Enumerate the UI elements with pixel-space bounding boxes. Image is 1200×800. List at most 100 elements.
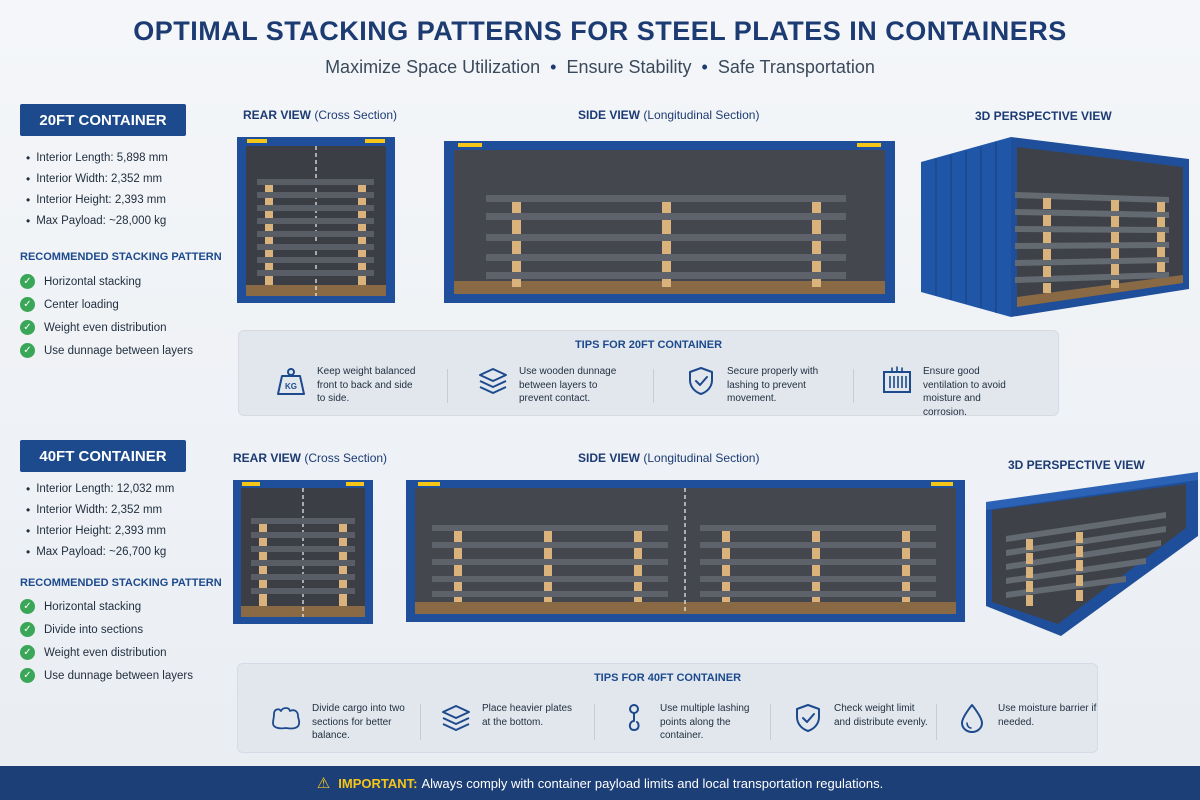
divider xyxy=(770,704,771,740)
recommended-label: Horizontal stacking xyxy=(44,275,142,288)
specs-20ft: Interior Length: 5,898 mm Interior Width… xyxy=(26,147,168,231)
subtitle-item: Safe Transportation xyxy=(717,57,875,77)
container-side-view-20ft xyxy=(444,141,895,303)
recommended-item: ✓ Weight even distribution xyxy=(20,641,193,664)
tip-item: Divide cargo into two sections for bette… xyxy=(270,702,412,743)
dunnage-blocks xyxy=(454,531,910,602)
rear-view-label-20ft: REAR VIEW (Cross Section) xyxy=(243,108,397,122)
layers-icon xyxy=(442,705,470,731)
recommended-list-40ft: ✓Horizontal stacking ✓Divide into sectio… xyxy=(20,595,193,687)
recommended-label: Horizontal stacking xyxy=(44,600,142,613)
tip-item: Use multiple lashing points along the co… xyxy=(618,702,760,743)
container-ribs xyxy=(935,142,997,313)
dunnage-blocks xyxy=(265,185,366,285)
steel-plate-stack xyxy=(251,518,355,594)
check-icon: ✓ xyxy=(20,622,35,637)
subtitle-separator: • xyxy=(550,57,557,77)
check-icon: ✓ xyxy=(20,645,35,660)
steel-plate-stack xyxy=(257,179,374,276)
tip-item: Check weight limit and distribute evenly… xyxy=(792,702,934,734)
view-label-main: REAR VIEW xyxy=(243,108,312,122)
spec-item: Max Payload: ~26,700 kg xyxy=(26,541,174,562)
recommended-item: ✓Use dunnage between layers xyxy=(20,339,193,362)
balance-sections-icon xyxy=(272,707,301,730)
dunnage-blocks xyxy=(259,524,347,606)
side-view-label-40ft: SIDE VIEW (Longitudinal Section) xyxy=(578,451,759,465)
spec-item: Interior Height: 2,393 mm xyxy=(26,189,168,210)
recommended-item: ✓Horizontal stacking xyxy=(20,595,193,618)
badge-40ft: 40FT CONTAINER xyxy=(20,440,186,472)
page-subtitle: Maximize Space Utilization•Ensure Stabil… xyxy=(0,57,1200,78)
check-icon: ✓ xyxy=(20,343,35,358)
dunnage-blocks xyxy=(512,202,821,287)
divider xyxy=(653,369,654,403)
divider xyxy=(853,369,854,403)
tip-text: Use multiple lashing points along the co… xyxy=(660,703,750,741)
spec-item: Max Payload: ~28,000 kg xyxy=(26,210,168,231)
side-view-label-20ft: SIDE VIEW (Longitudinal Section) xyxy=(578,108,759,122)
layers-icon xyxy=(479,368,507,394)
tip-text: Divide cargo into two sections for bette… xyxy=(312,703,405,741)
divider xyxy=(594,704,595,740)
steel-plate-stack xyxy=(486,195,846,279)
footer-banner: ⚠ IMPORTANT: Always comply with containe… xyxy=(0,766,1200,800)
spec-item: Interior Width: 2,352 mm xyxy=(26,499,174,520)
recommended-item: ✓Use dunnage between layers xyxy=(20,664,193,687)
view-label-paren: (Cross Section) xyxy=(304,451,388,465)
warning-icon: ⚠ xyxy=(316,775,331,792)
kg-label: KG xyxy=(285,382,297,391)
view-label-paren: (Longitudinal Section) xyxy=(643,108,760,122)
rear-view-label-40ft: REAR VIEW (Cross Section) xyxy=(233,451,387,465)
container-3d-view-40ft xyxy=(986,472,1198,636)
container-side-view-40ft xyxy=(406,480,965,622)
lashing-hook-icon xyxy=(628,704,640,732)
steel-plate-stack xyxy=(432,525,936,597)
tip-item: Use moisture barrier if needed. xyxy=(956,702,1098,734)
footer-label: IMPORTANT: xyxy=(338,775,418,791)
divider xyxy=(420,704,421,740)
tip-text: Use wooden dunnage between layers to pre… xyxy=(519,366,617,404)
tip-text: Ensure good ventilation to avoid moistur… xyxy=(923,366,1006,418)
container-rear-view-40ft xyxy=(233,480,373,624)
subtitle-item: Ensure Stability xyxy=(566,57,692,77)
steel-plate-stack xyxy=(1015,192,1169,283)
recommended-title-20ft: RECOMMENDED STACKING PATTERN xyxy=(20,251,222,263)
perspective-view-label-20ft: 3D PERSPECTIVE VIEW xyxy=(975,109,1112,123)
view-label-paren: (Longitudinal Section) xyxy=(643,451,760,465)
tip-item: Use wooden dunnage between layers to pre… xyxy=(477,365,619,406)
check-icon: ✓ xyxy=(20,320,35,335)
water-drop-icon xyxy=(961,704,983,733)
recommended-list-20ft: ✓Horizontal stacking ✓Center loading ✓We… xyxy=(20,270,193,362)
tip-item: KG Keep weight balanced front to back an… xyxy=(275,365,417,406)
badge-20ft: 20FT CONTAINER xyxy=(20,104,186,136)
spec-item: Interior Height: 2,393 mm xyxy=(26,520,174,541)
recommended-label: Weight even distribution xyxy=(44,321,167,334)
check-icon: ✓ xyxy=(20,668,35,683)
subtitle-separator: • xyxy=(701,57,708,77)
tip-text: Secure properly with lashing to prevent … xyxy=(727,366,819,404)
recommended-item: ✓ Weight even distribution xyxy=(20,316,193,339)
tip-item: Ensure good ventilation to avoid moistur… xyxy=(881,365,1023,419)
spec-item: Interior Width: 2,352 mm xyxy=(26,168,168,189)
dunnage-blocks xyxy=(1043,198,1165,293)
tip-text: Use moisture barrier if needed. xyxy=(998,703,1097,728)
tip-text: Keep weight balanced front to back and s… xyxy=(317,366,416,404)
container-vent-icon xyxy=(883,366,911,393)
check-icon: ✓ xyxy=(20,274,35,289)
recommended-title-40ft: RECOMMENDED STACKING PATTERN xyxy=(20,577,222,589)
container-3d-view-20ft xyxy=(921,137,1189,317)
tip-item: Place heavier plates at the bottom. xyxy=(440,702,582,734)
tips-title-20ft: TIPS FOR 20FT CONTAINER xyxy=(574,339,723,351)
tips-panel-40ft: TIPS FOR 40FT CONTAINER Divide cargo int… xyxy=(237,663,1098,753)
spec-item: Interior Length: 12,032 mm xyxy=(26,478,174,499)
view-label-main: SIDE VIEW xyxy=(578,108,641,122)
recommended-item: ✓ Horizontal stacking xyxy=(20,270,193,293)
page-title: OPTIMAL STACKING PATTERNS FOR STEEL PLAT… xyxy=(133,16,1067,46)
divider xyxy=(936,704,937,740)
footer-text: Always comply with container payload lim… xyxy=(421,775,884,791)
recommended-label: Weight even distribution xyxy=(44,646,167,659)
tip-text: Check weight limit and distribute evenly… xyxy=(834,703,928,728)
specs-40ft: Interior Length: 12,032 mm Interior Widt… xyxy=(26,478,174,562)
spec-item: Interior Length: 5,898 mm xyxy=(26,147,168,168)
shield-check-icon xyxy=(796,704,820,732)
